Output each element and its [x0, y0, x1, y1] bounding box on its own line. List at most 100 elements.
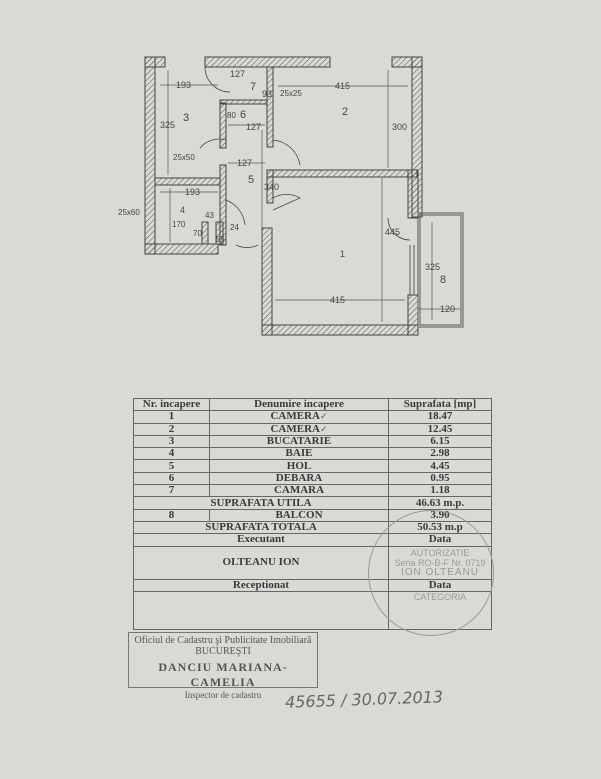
plan-labels: 1 2 3 4 5 6 7 8 193 127 93 25x25 415 325…: [118, 69, 455, 314]
dimension: 43: [205, 211, 214, 220]
cell-nr: 3: [133, 434, 210, 449]
cell-name: DEBARA: [209, 471, 389, 486]
stamp-inspector-title: Inspector de cadastru: [184, 690, 262, 700]
cell-area: 4.45: [388, 459, 492, 473]
room-number: 1: [340, 249, 345, 259]
cell-name: CAMERA✓: [209, 422, 389, 436]
dimension: 193: [185, 187, 200, 197]
header-name: Denumire incapere: [209, 397, 389, 412]
dimension: 415: [335, 81, 350, 91]
room-number: 3: [183, 112, 189, 124]
data-label: Data: [388, 533, 492, 547]
room-name: CAMERA: [270, 410, 320, 423]
doors: [199, 66, 411, 248]
cell-area: 0.95: [388, 471, 492, 486]
cell-nr: 1: [133, 410, 210, 424]
totala-value: 50.53 m.p: [388, 520, 492, 535]
cell-area: 3.90: [388, 508, 492, 522]
dimension: 120: [440, 304, 455, 314]
cell-name: BAIE: [209, 447, 389, 461]
room-number: 5: [248, 174, 254, 186]
dimension: 170: [172, 220, 186, 229]
cell-nr: 5: [133, 459, 210, 473]
receptionat-date: CATEGORIA: [388, 590, 492, 630]
header-area: Suprafata [mp]: [388, 397, 492, 412]
executant-name: OLTEANU ION: [133, 545, 389, 580]
walls: [144, 56, 423, 336]
room-number: 6: [240, 109, 246, 121]
receptionat-name: [133, 590, 389, 630]
cell-area: 1.18: [388, 484, 492, 498]
stamp-line: AUTORIZATIE: [410, 547, 470, 558]
dimension: 193: [176, 80, 191, 90]
dimension: 325: [425, 262, 440, 272]
room-number: 7: [250, 81, 256, 93]
dimension-lines: [160, 70, 460, 322]
cell-name: HOL: [209, 459, 389, 473]
handwritten-note: 45655 / 30.07.2013: [284, 687, 444, 712]
cell-name: CAMERA✓: [209, 410, 389, 424]
cell-area: 18.47: [388, 410, 492, 424]
data-label: Data: [388, 578, 492, 592]
dimension: 93: [262, 89, 272, 99]
cell-area: 12.45: [388, 422, 492, 436]
executant-row: OLTEANU ION AUTORIZATIE Seria RO-B-F Nr.…: [133, 545, 492, 580]
receptionat-row: CATEGORIA: [133, 590, 492, 630]
totala-label: SUPRAFATA TOTALA: [133, 520, 389, 535]
stamp-line: CATEGORIA: [413, 591, 467, 602]
cell-name: BALCON: [209, 508, 389, 522]
check-mark: ✓: [319, 423, 328, 434]
cell-nr: 6: [133, 471, 210, 486]
cell-name: BUCATARIE: [209, 434, 389, 449]
balcony: [409, 212, 464, 328]
dimension: 445: [385, 227, 400, 237]
dimension: 127: [230, 69, 245, 79]
stamp-office: Oficiul de Cadastru şi Publicitate Imobi…: [134, 635, 312, 646]
room-number: 8: [440, 274, 446, 286]
check-mark: ✓: [319, 411, 328, 422]
stamp-inspector-name: DANCIU MARIANA-CAMELIA: [158, 660, 288, 689]
header-nr: Nr. incapere: [133, 397, 210, 412]
stamp-city: BUCUREŞTI: [195, 646, 251, 657]
office-stamp: Oficiul de Cadastru şi Publicitate Imobi…: [128, 632, 318, 700]
cell-area: 2.98: [388, 447, 492, 461]
floor-plan: 1 2 3 4 5 6 7 8 193 127 93 25x25 415 325…: [118, 56, 464, 336]
dimension: 127: [246, 122, 261, 132]
stamp-line: ION OLTEANU: [400, 566, 480, 578]
dimension: 127: [237, 158, 252, 168]
dimension: 80: [227, 111, 236, 120]
utila-label: SUPRAFATA UTILA: [133, 496, 389, 510]
receptionat-label: Receptionat: [133, 578, 389, 592]
dimension: 325: [160, 120, 175, 130]
stamp-line: Seria RO-B-F Nr. 0719: [394, 557, 486, 568]
executant-label: Executant: [133, 533, 389, 547]
dimension: 25x50: [173, 153, 195, 162]
cell-nr: 4: [133, 447, 210, 461]
dimension: 415: [330, 295, 345, 305]
cell-nr: 7: [133, 484, 210, 498]
dimension: 25x25: [280, 89, 302, 98]
dimension: 24: [230, 223, 239, 232]
cell-area: 6.15: [388, 434, 492, 449]
cell-nr: 8: [133, 508, 210, 522]
rooms-table: Nr. incapere Denumire incapere Suprafata…: [133, 397, 492, 630]
executant-date: AUTORIZATIE Seria RO-B-F Nr. 0719 ION OL…: [388, 545, 492, 580]
room-name: CAMERA: [270, 422, 320, 435]
table-header: Nr. incapere Denumire incapere Suprafata…: [133, 397, 492, 412]
room-number: 4: [180, 205, 185, 215]
room-number: 2: [342, 106, 348, 118]
dimension: 70: [193, 229, 202, 238]
dimension: 55: [216, 235, 225, 244]
dimension: 340: [264, 182, 279, 192]
